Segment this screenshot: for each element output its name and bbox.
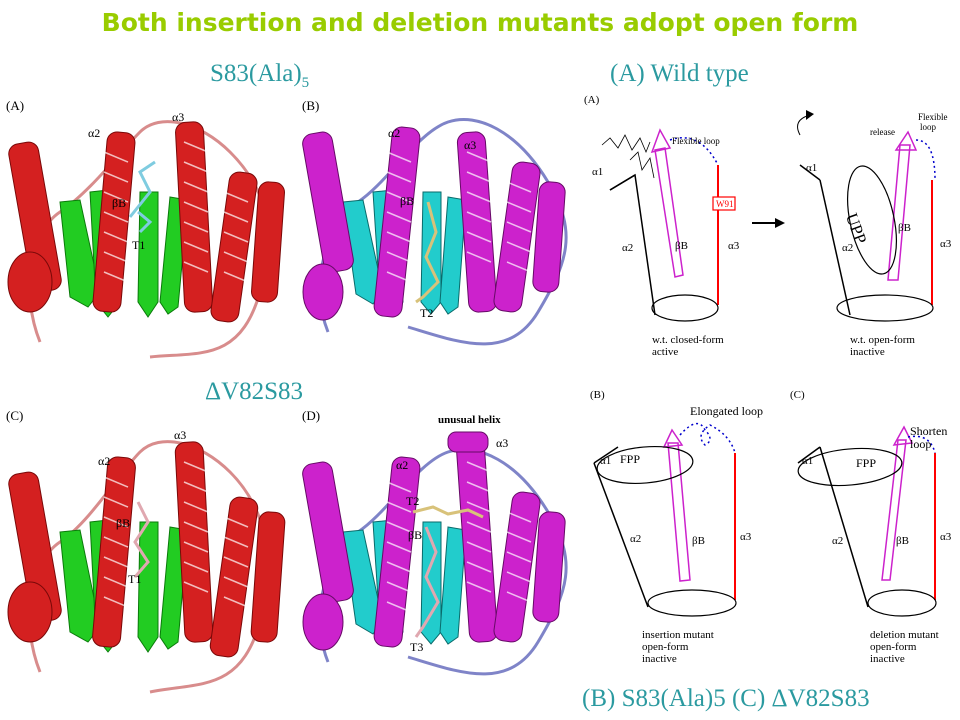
ligand-label-t3: T3	[410, 640, 424, 654]
helix-label-a3: α3	[496, 436, 509, 450]
schematic-a-open-loop-1: Flexible	[918, 112, 948, 122]
schematic-a-residue-w91: W91	[716, 199, 734, 209]
schematic-b-loop: Elongated loop	[690, 404, 763, 418]
schematic-c-loop-1: Shorten	[910, 424, 948, 438]
schematic-letter-c: (C)	[790, 389, 805, 401]
schematic-b-caption-3: inactive	[642, 653, 677, 665]
schematic-c-bb: βB	[896, 535, 909, 547]
schematic-b-bb: βB	[692, 535, 705, 547]
panel-letter-c: (C)	[6, 408, 24, 423]
schematic-a-closed-caption-1: w.t. closed-form	[652, 334, 724, 346]
helix-label-a2: α2	[88, 126, 101, 140]
helix-label-a3: α3	[174, 428, 187, 442]
structure-panel-a: (A) α2 α3 βB T1	[0, 92, 300, 367]
schematic-drawing-a	[601, 110, 936, 322]
schematic-a-open-a2: α2	[842, 242, 854, 254]
helix-label-a2: α2	[396, 458, 409, 472]
schematic-a-open-loop-2: loop	[920, 122, 937, 132]
panel-letter-a: (A)	[6, 98, 25, 113]
label-s83-subscript: 5	[301, 75, 310, 91]
schematic-panel-c: (C) α1 α2 α3 βB Shorten loop FPP deletio…	[780, 385, 960, 685]
schematic-c-a1: α1	[802, 455, 814, 467]
helix-label-a3: α3	[172, 110, 185, 124]
protein-ribbon-d	[302, 431, 568, 676]
helix-label-a2: α2	[98, 454, 111, 468]
schematic-c-caption-2: open-form	[870, 641, 917, 653]
strand-label-bb: βB	[116, 516, 131, 530]
schematic-a-closed-a1: α1	[592, 166, 604, 178]
ligand-label-t2: T2	[420, 306, 434, 320]
schematic-a-closed-loop: Flexible loop	[672, 136, 720, 146]
schematic-c-a3: α3	[940, 531, 952, 543]
annotation-unusual-helix: unusual helix	[438, 414, 501, 426]
schematic-a-open-a3: α3	[940, 238, 952, 250]
schematic-a-open-a1: α1	[806, 162, 818, 174]
schematic-a-open-bb: βB	[898, 222, 911, 234]
protein-ribbon-a	[7, 120, 285, 359]
schematic-c-loop-2: loop	[910, 437, 932, 451]
structure-panel-d: (D) unusual helix α2	[298, 402, 578, 702]
helix-label-a2: α2	[388, 126, 401, 140]
schematic-letter-b: (B)	[590, 389, 605, 401]
schematic-a-closed-caption-2: active	[652, 346, 679, 358]
panel-letter-b: (B)	[302, 98, 320, 113]
schematic-a-closed-bb: βB	[675, 240, 688, 252]
schematic-b-caption-2: open-form	[642, 641, 689, 653]
schematic-b-fpp: FPP	[620, 452, 641, 466]
schematic-panel-a: (A) α1 α2 α3 βB Flexible loop W91 w.t. c…	[580, 90, 960, 375]
ligand-label-t1: T1	[128, 572, 142, 586]
schematic-a-closed-a2: α2	[622, 242, 634, 254]
panel-letter-d: (D)	[302, 408, 321, 423]
protein-ribbon-b	[302, 118, 568, 346]
strand-label-bb: βB	[112, 196, 127, 210]
slide-title: Both insertion and deletion mutants adop…	[101, 8, 859, 37]
schematic-panel-b: (B) α1 α2 α3 βB Elongated loop FPP inser…	[580, 385, 780, 685]
label-s83-ala5: S83(Ala)5	[210, 60, 309, 92]
schematic-c-a2: α2	[832, 535, 844, 547]
schematic-b-a3: α3	[740, 531, 752, 543]
schematic-a-open-caption-2: inactive	[850, 346, 885, 358]
structure-panel-c: (C) α2 α3 βB T1	[0, 402, 300, 702]
schematic-c-fpp: FPP	[856, 456, 877, 470]
ligand-label-t1: T1	[132, 238, 146, 252]
schematic-drawing-b	[593, 422, 737, 617]
label-delta-v82s83: ΔV82S83	[205, 378, 304, 405]
structure-panel-b: (B) α2 α3 βB T2	[298, 92, 578, 367]
strand-label-bb: βB	[400, 194, 415, 208]
ligand-label-t2: T2	[406, 494, 420, 508]
schematic-c-caption-3: inactive	[870, 653, 905, 665]
protein-ribbon-c	[7, 440, 286, 694]
label-wild-type: (A) Wild type	[610, 60, 749, 87]
schematic-c-caption-1: deletion mutant	[870, 629, 939, 641]
schematic-b-caption-1: insertion mutant	[642, 629, 714, 641]
schematic-a-closed-a3: α3	[728, 240, 740, 252]
schematic-a-open-release: release	[870, 127, 895, 137]
label-bottom-caption: (B) S83(Ala)5 (C) ΔV82S83	[582, 685, 870, 712]
label-s83-text: S83(Ala)	[210, 60, 302, 87]
strand-label-bb: βB	[408, 528, 423, 542]
helix-label-a3: α3	[464, 138, 477, 152]
schematic-b-a1: α1	[600, 455, 612, 467]
schematic-a-open-caption-1: w.t. open-form	[850, 334, 915, 346]
schematic-b-a2: α2	[630, 533, 642, 545]
schematic-letter-a: (A)	[584, 94, 600, 106]
schematic-drawing-c	[797, 425, 937, 617]
